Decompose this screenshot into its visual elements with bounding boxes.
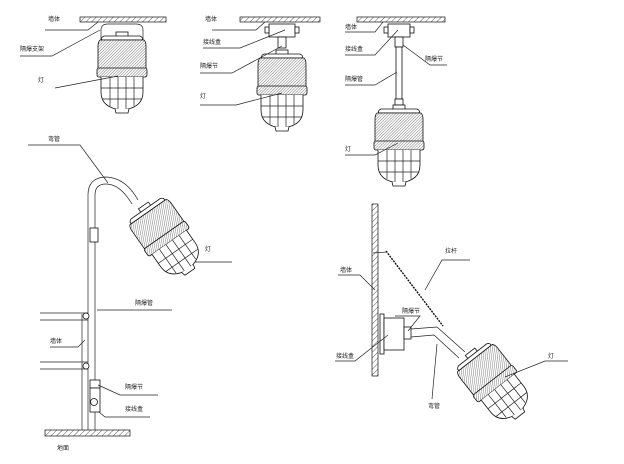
- label-bend: 弯管: [48, 135, 60, 143]
- label-wall: 墙体: [205, 15, 217, 23]
- label-lamp: 灯: [205, 245, 211, 253]
- bracket: [100, 23, 144, 40]
- label-lamp: 灯: [548, 352, 554, 360]
- figure-ceiling-pipe: 墙体 接线盒 隔爆节 隔爆管 灯: [345, 16, 447, 187]
- junction-box: [387, 23, 411, 38]
- figure-ceiling-bracket: 墙体 隔爆支架 灯: [20, 15, 167, 114]
- label-joint: 隔爆节: [402, 307, 420, 315]
- label-wall: 墙体: [340, 266, 352, 274]
- label-lamp: 灯: [200, 92, 206, 100]
- joint: [277, 36, 287, 49]
- label-lamp: 灯: [345, 145, 351, 153]
- label-lamp: 灯: [38, 76, 44, 84]
- label-joint: 隔爆节: [125, 383, 143, 391]
- ceiling: [356, 16, 446, 23]
- joint: [403, 326, 412, 340]
- label-ground: 地面: [57, 444, 69, 452]
- lamp-icon: [256, 49, 308, 132]
- ground: [44, 429, 131, 437]
- bent-pipe: [410, 326, 466, 359]
- label-joint: 隔爆节: [425, 55, 443, 63]
- label-pipe: 隔爆管: [135, 299, 153, 307]
- label-box: 接线盒: [336, 352, 354, 360]
- joint: [89, 379, 101, 389]
- figure-pole-mount: 弯管 灯 隔爆管 墙体 隔爆节 接线盒 地面: [28, 135, 232, 452]
- joint: [394, 36, 404, 48]
- label-bracket: 隔爆支架: [20, 45, 44, 53]
- pipe: [395, 46, 403, 100]
- lamp-icon: [122, 190, 211, 287]
- junction-box: [383, 317, 405, 351]
- label-joint: 隔爆节: [200, 62, 218, 70]
- label-wall: 墙体: [48, 15, 60, 23]
- ceiling: [239, 16, 321, 23]
- figure-ceiling-box: 墙体 接线盒 隔爆节 灯: [200, 15, 321, 132]
- label-rod: 拉杆: [445, 247, 457, 255]
- label-pipe: 隔爆管: [345, 75, 363, 83]
- label-wall: 墙体: [50, 337, 62, 345]
- label-bend: 弯管: [428, 402, 440, 410]
- tie-rod: [385, 250, 444, 327]
- lamp-icon: [373, 104, 425, 187]
- label-box: 接线盒: [345, 45, 363, 53]
- label-wall: 墙体: [345, 23, 357, 31]
- label-box: 接线盒: [203, 38, 221, 46]
- ceiling: [79, 16, 167, 23]
- bent-pipe: [87, 176, 139, 430]
- figure-wall-mount: 墙体 拉杆 隔爆节 接线盒 弯管 灯: [335, 203, 568, 432]
- lamp-icon: [96, 31, 148, 114]
- label-box: 接线盒: [125, 405, 143, 413]
